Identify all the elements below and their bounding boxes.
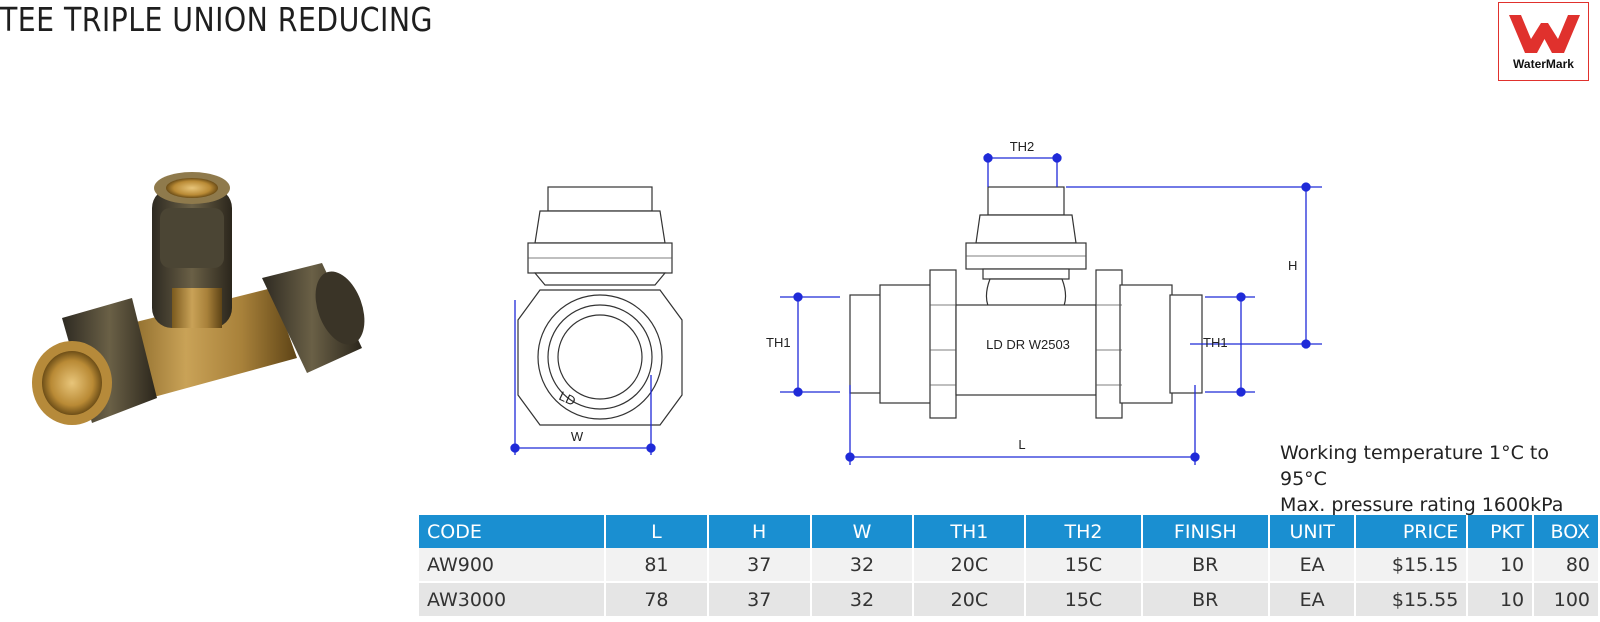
engraving-text: LD DR W2503 — [986, 337, 1070, 352]
cell-l: 78 — [605, 582, 709, 618]
col-header-box: BOX — [1533, 515, 1600, 548]
cell-box: 80 — [1533, 548, 1600, 583]
col-header-pkt: PKT — [1467, 515, 1535, 548]
cell-finish: BR — [1141, 548, 1271, 583]
cell-code: AW3000 — [419, 582, 607, 618]
cell-price: $15.55 — [1355, 582, 1469, 618]
watermark-logo: WaterMark — [1498, 2, 1589, 81]
dim-label-th2: TH2 — [1010, 139, 1035, 154]
cell-unit: EA — [1269, 582, 1357, 618]
technical-drawing: LD DR W2503 LD — [500, 135, 1380, 485]
table-header-row: CODE L H W TH1 TH2 FINISH UNIT PRICE PKT… — [419, 515, 1600, 548]
col-header-h: H — [707, 515, 812, 548]
cell-w: 32 — [810, 582, 915, 618]
watermark-w-icon — [1509, 15, 1580, 53]
dim-label-h: H — [1288, 258, 1297, 273]
col-header-th1: TH1 — [913, 515, 1027, 548]
cell-box: 100 — [1533, 582, 1600, 618]
cell-pkt: 10 — [1467, 582, 1535, 618]
watermark-label: WaterMark — [1513, 57, 1574, 71]
cell-th2: 15C — [1025, 548, 1143, 583]
cell-th1: 20C — [913, 582, 1027, 618]
spec-pressure: Max. pressure rating 1600kPa — [1280, 494, 1564, 516]
col-header-w: W — [810, 515, 915, 548]
col-header-unit: UNIT — [1269, 515, 1357, 548]
dim-label-w: W — [571, 429, 584, 444]
table-row: AW3000 78 37 32 20C 15C BR EA $15.55 10 … — [419, 582, 1600, 618]
cell-unit: EA — [1269, 548, 1357, 583]
product-table: CODE L H W TH1 TH2 FINISH UNIT PRICE PKT… — [419, 515, 1600, 618]
cell-h: 37 — [707, 548, 812, 583]
cell-l: 81 — [605, 548, 709, 583]
dim-label-th1-left: TH1 — [766, 335, 791, 350]
spec-temperature: Working temperature 1°C to 95°C — [1280, 442, 1549, 490]
col-header-price: PRICE — [1355, 515, 1469, 548]
cell-h: 37 — [707, 582, 812, 618]
cell-code: AW900 — [419, 548, 607, 583]
col-header-th2: TH2 — [1025, 515, 1143, 548]
page-title: TEE TRIPLE UNION REDUCING — [0, 0, 433, 39]
col-header-finish: FINISH — [1141, 515, 1271, 548]
col-header-l: L — [605, 515, 709, 548]
cell-pkt: 10 — [1467, 548, 1535, 583]
cell-th2: 15C — [1025, 582, 1143, 618]
table-row: AW900 81 37 32 20C 15C BR EA $15.15 10 8… — [419, 548, 1600, 583]
cell-th1: 20C — [913, 548, 1027, 583]
product-photo — [22, 168, 392, 473]
cell-finish: BR — [1141, 582, 1271, 618]
cell-price: $15.15 — [1355, 548, 1469, 583]
col-header-code: CODE — [419, 515, 607, 548]
dim-label-l: L — [1018, 437, 1025, 452]
dim-label-th1-right: TH1 — [1203, 335, 1228, 350]
side-logo-text: LD — [557, 388, 578, 409]
cell-w: 32 — [810, 548, 915, 583]
specifications: Working temperature 1°C to 95°C Max. pre… — [1280, 440, 1600, 518]
